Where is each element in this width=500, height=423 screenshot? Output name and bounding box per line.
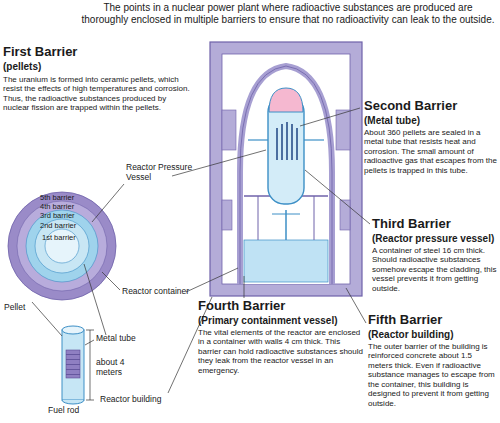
page-title: The points in a nuclear power plant wher…: [80, 2, 496, 26]
part-label: Pellet: [4, 302, 44, 312]
barrier-heading: Third Barrier: [372, 216, 497, 231]
barrier-description: A container of steel 16 cm thick. Should…: [372, 246, 497, 293]
ring-label: 2nd barrier: [40, 222, 88, 231]
barrier-subheading: (Metal tube): [364, 115, 497, 127]
fuel-rod: [62, 326, 84, 404]
part-label: Reactor container: [122, 286, 194, 296]
barrier-description: The uranium is formed into ceramic pelle…: [3, 75, 193, 113]
barrier-heading: Fourth Barrier: [198, 298, 363, 313]
barrier-description: About 360 pellets are sealed in a metal …: [364, 128, 497, 175]
barrier-heading: Fifth Barrier: [368, 312, 497, 327]
ring-label: 3rd barrier: [40, 212, 88, 221]
part-label: Reactor Pressure Vessel: [126, 162, 206, 182]
barrier-rings: [8, 192, 116, 300]
containment-vessel: [240, 66, 332, 284]
dimension-label: about 4 meters: [96, 357, 140, 377]
part-label: Metal tube: [96, 333, 156, 343]
part-label: Fuel rod: [48, 405, 98, 415]
barrier-description: The outer barrier of the building is rei…: [368, 342, 497, 408]
barrier-subheading: (Primary containment vessel): [198, 315, 363, 327]
ring-label: 1st barrier: [42, 234, 86, 243]
barrier-description: The vital elements of the reactor are en…: [198, 328, 363, 375]
barrier-subheading: (pellets): [3, 61, 193, 73]
part-label: Reactor building: [100, 394, 190, 404]
ring-label: 5th barrier: [40, 194, 88, 203]
reactor-building: [210, 42, 362, 296]
ring-label: 4th barrier: [40, 203, 88, 212]
dimension-line: [86, 330, 94, 400]
leader-lines: [32, 108, 370, 393]
pressure-vessel: [248, 88, 324, 204]
barrier-heading: First Barrier: [3, 44, 193, 59]
barrier-subheading: (Reactor building): [368, 329, 497, 341]
barrier-heading: Second Barrier: [364, 98, 497, 113]
barrier-subheading: (Reactor pressure vessel): [372, 233, 497, 245]
